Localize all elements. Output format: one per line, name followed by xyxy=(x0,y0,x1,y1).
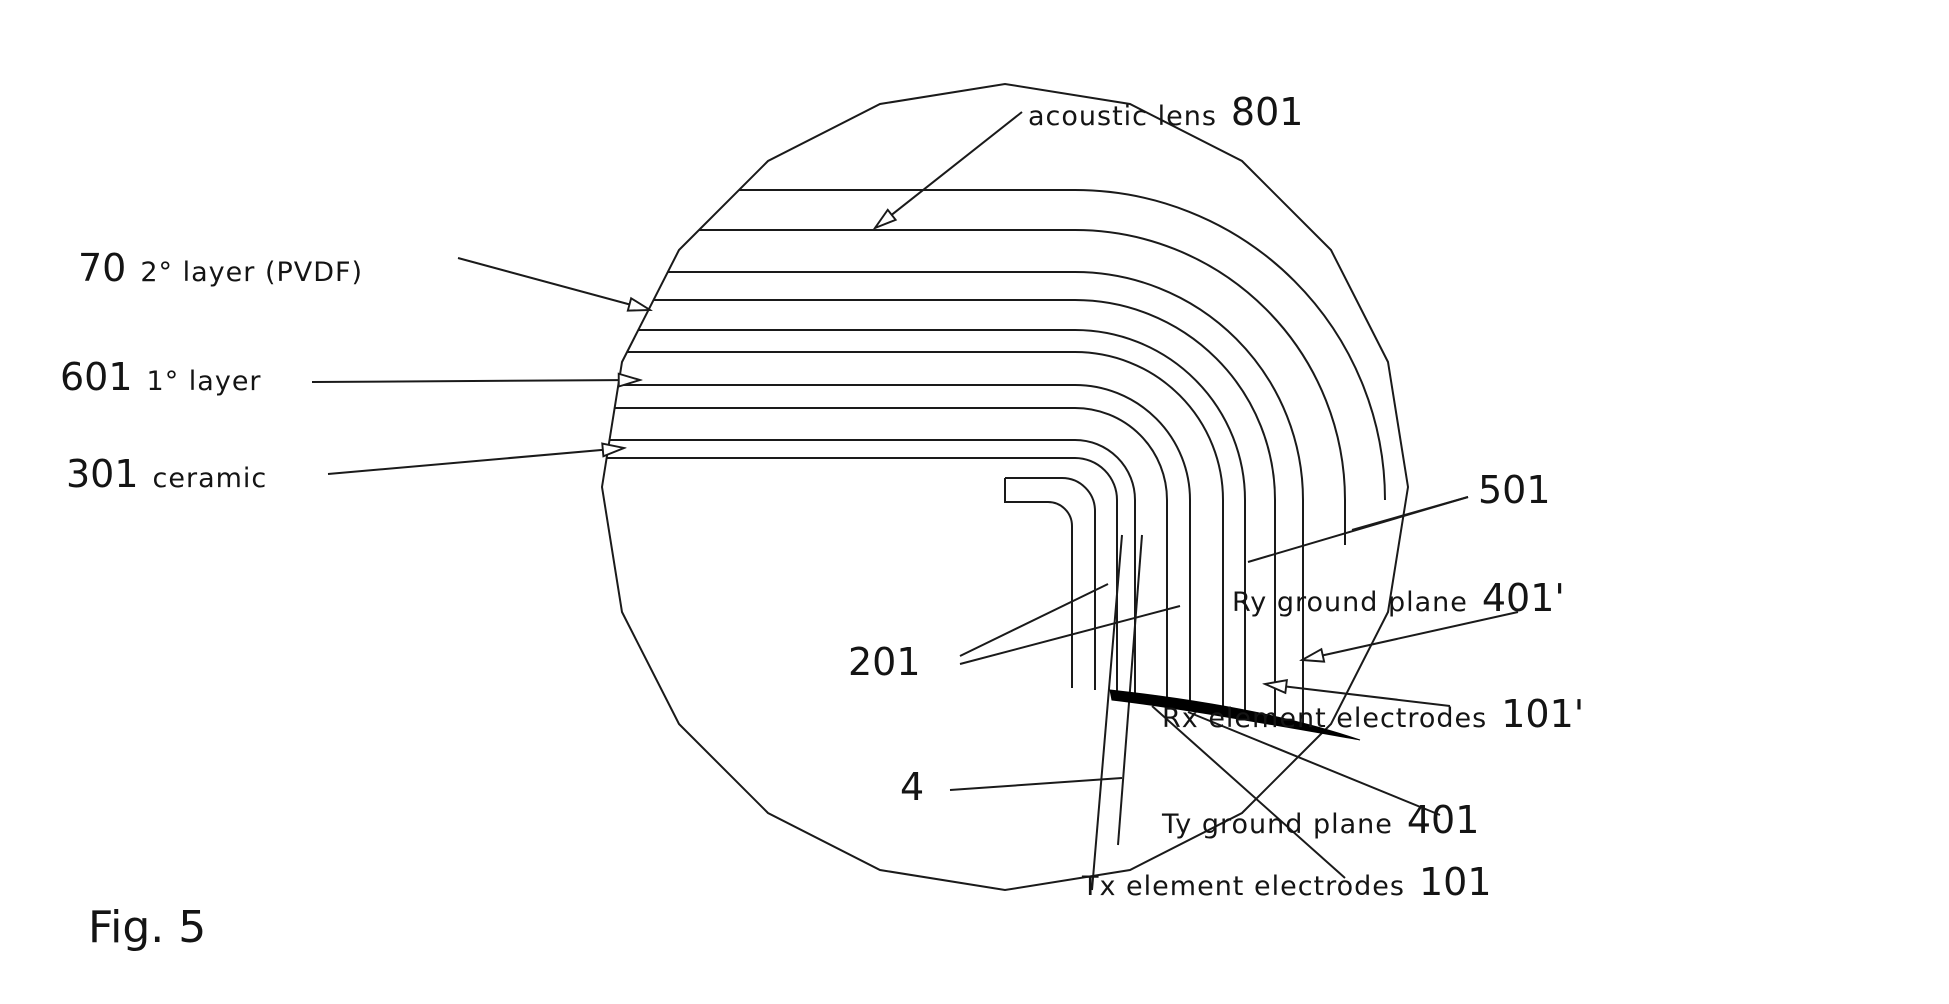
step-block-line xyxy=(1004,478,1073,688)
label-rx-electrodes-ref: 101' xyxy=(1501,692,1585,736)
label-ceramic-ref: 301 xyxy=(66,452,139,496)
label-ty-ground-text: Ty ground plane xyxy=(1162,809,1393,840)
label-acoustic-lens: acoustic lens 801 xyxy=(1028,90,1303,134)
label-acoustic-lens-ref: 801 xyxy=(1230,90,1304,134)
label-ry-ground-ref: 401' xyxy=(1481,576,1565,620)
label-layer2-text: 2° layer (PVDF) xyxy=(140,257,364,288)
electrode-wedge xyxy=(1109,689,1361,741)
label-ry-ground: Ry ground plane 401' xyxy=(1232,576,1565,620)
label-tx-electrodes-text: Tx element electrodes xyxy=(1082,871,1405,902)
label-acoustic-lens-text: acoustic lens xyxy=(1028,101,1217,132)
label-ty-ground: Ty ground plane 401 xyxy=(1162,798,1479,842)
leader-acoustic-lens xyxy=(875,111,1023,228)
leader-501-b xyxy=(1247,496,1469,563)
leader-layer1 xyxy=(311,380,640,382)
tail-line xyxy=(1091,534,1123,891)
label-201: 201 xyxy=(848,640,921,684)
layer-line xyxy=(607,457,1118,694)
label-501: 501 xyxy=(1478,468,1551,512)
label-201-ref: 201 xyxy=(848,640,921,684)
label-layer1-text: 1° layer xyxy=(146,366,262,397)
label-tx-electrodes-ref: 101 xyxy=(1418,860,1492,904)
leader-layer2 xyxy=(457,257,650,310)
leader-ceramic xyxy=(327,448,624,475)
step-block-line xyxy=(1005,477,1096,690)
layer-line xyxy=(618,384,1191,708)
leader-ty-ground xyxy=(1187,711,1441,816)
layer-line xyxy=(627,351,1224,713)
leader-ry-ground xyxy=(1302,611,1519,660)
label-ceramic: 301 ceramic xyxy=(66,452,267,496)
layer-line xyxy=(638,329,1246,717)
label-4-ref: 4 xyxy=(900,765,925,809)
label-ceramic-text: ceramic xyxy=(152,463,268,494)
layer-line xyxy=(615,407,1168,703)
label-tx-electrodes: Tx element electrodes 101 xyxy=(1082,860,1492,904)
acoustic-lens-outer-line xyxy=(739,189,1386,501)
label-layer1: 601 1° layer xyxy=(60,355,262,399)
tail-line xyxy=(1117,534,1143,846)
label-501-ref: 501 xyxy=(1478,468,1551,512)
acoustic-lens-inner-line xyxy=(699,229,1346,545)
detail-circle-outline xyxy=(600,82,1410,892)
label-4: 4 xyxy=(900,765,924,809)
layer-line xyxy=(654,299,1276,722)
leader-4 xyxy=(949,777,1123,791)
leader-rx-electrodes xyxy=(1265,684,1451,707)
leader-tx-electrodes xyxy=(1151,705,1346,879)
label-layer2-ref: 70 xyxy=(78,246,127,290)
leader-201-a xyxy=(959,583,1109,657)
label-ty-ground-ref: 401 xyxy=(1406,798,1480,842)
label-ry-ground-text: Ry ground plane xyxy=(1232,587,1468,618)
layer-line xyxy=(610,439,1136,697)
label-layer1-ref: 601 xyxy=(60,355,133,399)
label-rx-electrodes-text: Rx element electrodes xyxy=(1162,703,1488,734)
figure-caption: Fig. 5 xyxy=(88,902,207,953)
label-layer2: 70 2° layer (PVDF) xyxy=(78,246,363,290)
label-rx-electrodes: Rx element electrodes 101' xyxy=(1162,692,1584,736)
leader-201-b xyxy=(959,605,1181,665)
layer-line xyxy=(668,271,1304,726)
